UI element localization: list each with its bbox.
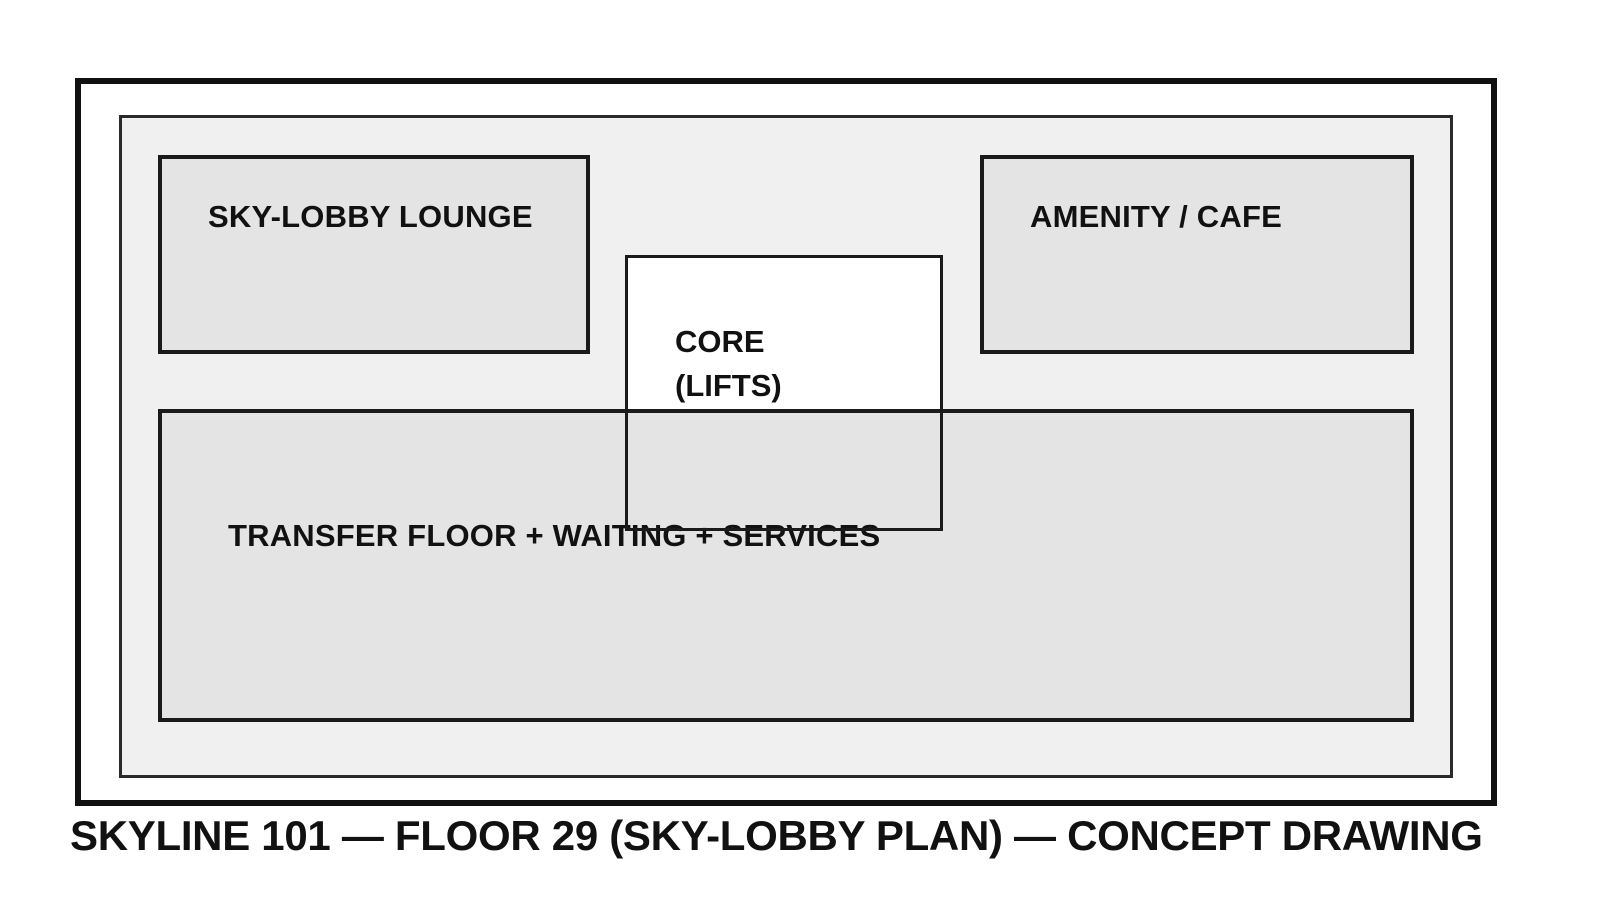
room-label-transfer-floor: TRANSFER FLOOR + WAITING + SERVICES — [228, 518, 881, 553]
room-transfer-floor[interactable]: TRANSFER FLOOR + WAITING + SERVICES — [158, 409, 1414, 722]
drawing-caption: SKYLINE 101 — FLOOR 29 (SKY-LOBBY PLAN) … — [70, 812, 1483, 859]
core-label-line2: (LIFTS) — [675, 368, 782, 403]
room-label-amenity-cafe: AMENITY / CAFE — [1030, 199, 1282, 234]
room-label-sky-lobby-lounge: SKY-LOBBY LOUNGE — [208, 199, 533, 234]
core-label-line1: CORE — [675, 324, 765, 359]
core-label-group: CORE (LIFTS) — [675, 320, 782, 408]
room-sky-lobby-lounge[interactable]: SKY-LOBBY LOUNGE — [158, 155, 590, 354]
room-amenity-cafe[interactable]: AMENITY / CAFE — [980, 155, 1414, 354]
